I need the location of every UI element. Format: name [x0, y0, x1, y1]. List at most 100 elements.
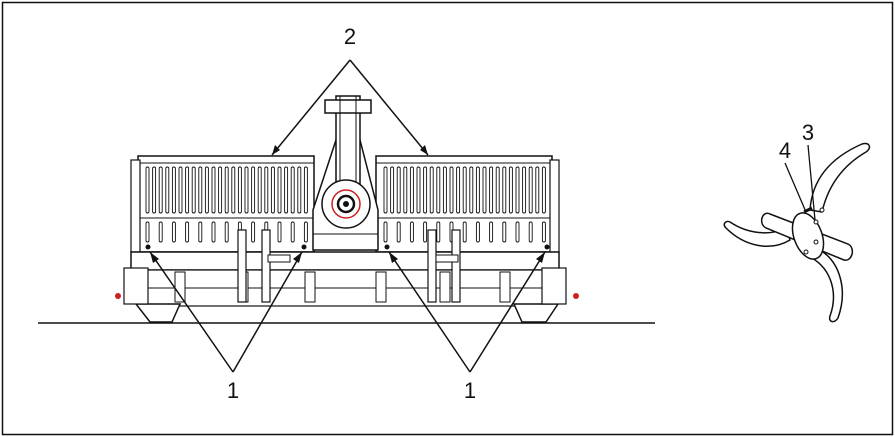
- guard-slot: [429, 166, 434, 214]
- callout-label-2: 2: [344, 24, 356, 49]
- guard-slot: [290, 166, 295, 214]
- callout-2: 2: [271, 24, 429, 156]
- guard-slot-lower: [211, 221, 216, 243]
- bolt-hole: [145, 244, 151, 250]
- guard-slot-lower: [383, 221, 388, 243]
- guard-slot-lower: [423, 221, 428, 243]
- guard-slot-lower: [185, 221, 190, 243]
- guard-slot: [403, 166, 408, 214]
- rotary-tiller-front-view: [115, 95, 579, 323]
- guard-slot: [178, 166, 183, 214]
- guard-slot: [442, 166, 447, 214]
- guard-slot: [436, 166, 441, 214]
- left-blade: [723, 220, 791, 247]
- guard-slot: [145, 166, 150, 214]
- guard-slot: [237, 166, 242, 214]
- bolt-hole: [384, 244, 390, 250]
- upper-blade: [809, 142, 871, 213]
- guard-slot-lower: [277, 221, 282, 243]
- guard-slot: [462, 166, 467, 214]
- guard-slot: [152, 166, 157, 214]
- guard-slot: [303, 166, 308, 214]
- guard-slot: [515, 166, 520, 214]
- blade-flange-detail: [723, 142, 871, 323]
- guard-slot-lower: [171, 221, 176, 243]
- guard-slot: [535, 166, 540, 214]
- callout-label-1-right: 1: [464, 378, 476, 403]
- guard-slot-lower: [528, 221, 533, 243]
- bolt-hole: [544, 244, 550, 250]
- guard-slot: [522, 166, 527, 214]
- guard-slot: [489, 166, 494, 214]
- guard-slot-lower: [158, 221, 163, 243]
- guard-slot: [456, 166, 461, 214]
- lower-frame-beam: [130, 251, 560, 271]
- guard-slot-lower: [475, 221, 480, 243]
- guard-slot: [475, 166, 480, 214]
- guard-slot: [508, 166, 513, 214]
- guard-slot: [231, 166, 236, 214]
- guard-slot: [224, 166, 229, 214]
- guard-slot: [423, 166, 428, 214]
- guard-slot-lower: [541, 221, 546, 243]
- guard-slot: [469, 166, 474, 214]
- depth-adjust-brackets: [237, 229, 461, 303]
- guard-slot: [185, 166, 190, 214]
- guard-slot-lower: [489, 221, 494, 243]
- guard-slot: [449, 166, 454, 214]
- guard-slot: [191, 166, 196, 214]
- guard-slot: [277, 166, 282, 214]
- right-side-plate: [549, 159, 560, 253]
- guard-slot: [502, 166, 507, 214]
- pto-input-shaft: [321, 179, 371, 229]
- guard-slot-lower: [409, 221, 414, 243]
- guard-slot-lower: [515, 221, 520, 243]
- callout-1-right: 1: [388, 251, 546, 403]
- guard-slot-lower: [290, 221, 295, 243]
- guard-slot: [541, 166, 546, 214]
- guard-slot: [165, 166, 170, 214]
- guard-slot-lower: [198, 221, 203, 243]
- callout-label-4: 4: [779, 138, 791, 163]
- guard-slot: [495, 166, 500, 214]
- guard-slot: [264, 166, 269, 214]
- bolt-hole: [301, 244, 307, 250]
- guard-slot-lower: [396, 221, 401, 243]
- guard-slot: [482, 166, 487, 214]
- guard-slot-lower: [145, 221, 150, 243]
- callout-3: 3: [802, 120, 816, 221]
- guard-slot: [257, 166, 262, 214]
- guard-slot: [409, 166, 414, 214]
- callout-4: 4: [779, 138, 807, 213]
- guard-slot: [251, 166, 256, 214]
- guard-slot: [297, 166, 302, 214]
- guard-slot: [211, 166, 216, 214]
- right-guard-slots: [383, 166, 546, 243]
- guard-slot-lower: [462, 221, 467, 243]
- lower-blade: [810, 249, 844, 323]
- callout-label-1-left: 1: [227, 378, 239, 403]
- guard-slot-lower: [502, 221, 507, 243]
- callout-1-left: 1: [149, 251, 303, 403]
- guard-slot-lower: [303, 221, 308, 243]
- guard-slot: [204, 166, 209, 214]
- right-pin: [573, 293, 579, 299]
- guard-slot: [396, 166, 401, 214]
- guard-slot-lower: [436, 221, 441, 243]
- guard-slot: [284, 166, 289, 214]
- guard-slot-lower: [251, 221, 256, 243]
- left-skid: [134, 303, 182, 323]
- guard-slot-lower: [224, 221, 229, 243]
- guard-slot: [244, 166, 249, 214]
- guard-slot: [198, 166, 203, 214]
- guard-slot: [171, 166, 176, 214]
- guard-slot: [383, 166, 388, 214]
- guard-slot: [218, 166, 223, 214]
- guard-slot: [270, 166, 275, 214]
- callout-label-3: 3: [802, 120, 814, 145]
- left-pin: [115, 293, 121, 299]
- guard-slot: [416, 166, 421, 214]
- left-side-plate: [130, 159, 141, 253]
